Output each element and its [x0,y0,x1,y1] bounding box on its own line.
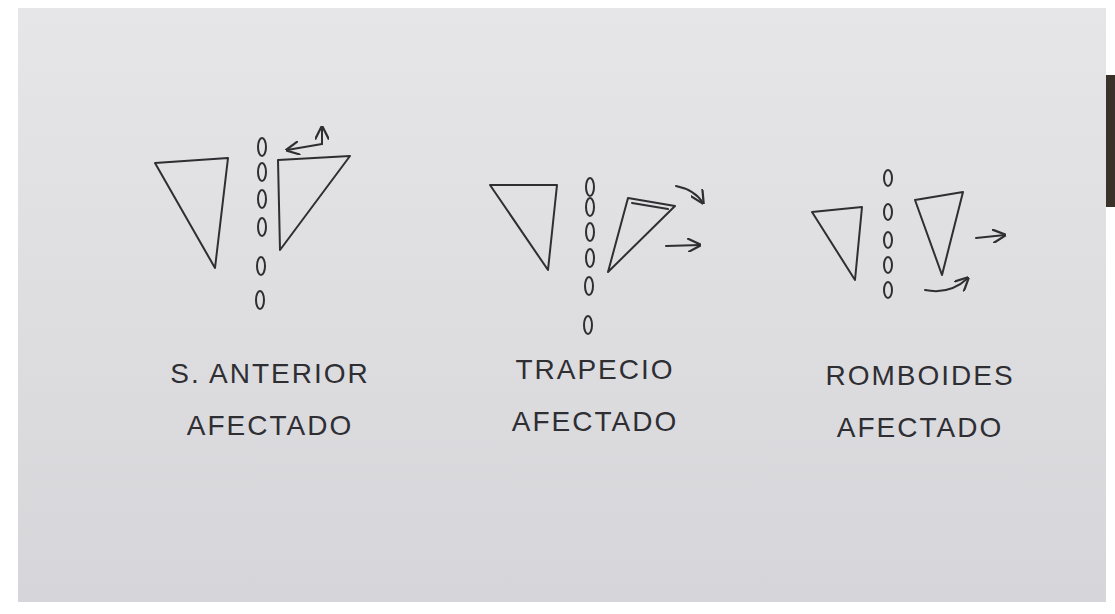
movement-arrow [676,186,703,203]
spine-vertebrae [884,170,892,298]
dark-object-edge [1106,75,1115,207]
spine-vertebrae [584,178,594,334]
left-scapula [812,207,862,280]
movement-arrow [925,278,968,291]
paper-sheet [18,8,1106,602]
left-scapula [155,158,228,268]
right-scapula-winged [278,156,350,250]
spine-vertebrae [256,138,266,309]
movement-arrow [321,127,323,144]
left-scapula [490,185,557,270]
right-scapula-rotated [915,192,963,275]
caption-label: S. ANTERIOR AFECTADO [135,348,405,452]
movement-arrow [666,245,700,246]
movement-arrow [287,144,322,150]
movement-arrow [976,235,1005,238]
caption-label: TRAPECIO AFECTADO [475,344,715,448]
right-scapula-rotated [608,198,675,272]
caption-label: ROMBOIDES AFECTADO [790,350,1050,454]
scapula-edge [632,203,668,209]
